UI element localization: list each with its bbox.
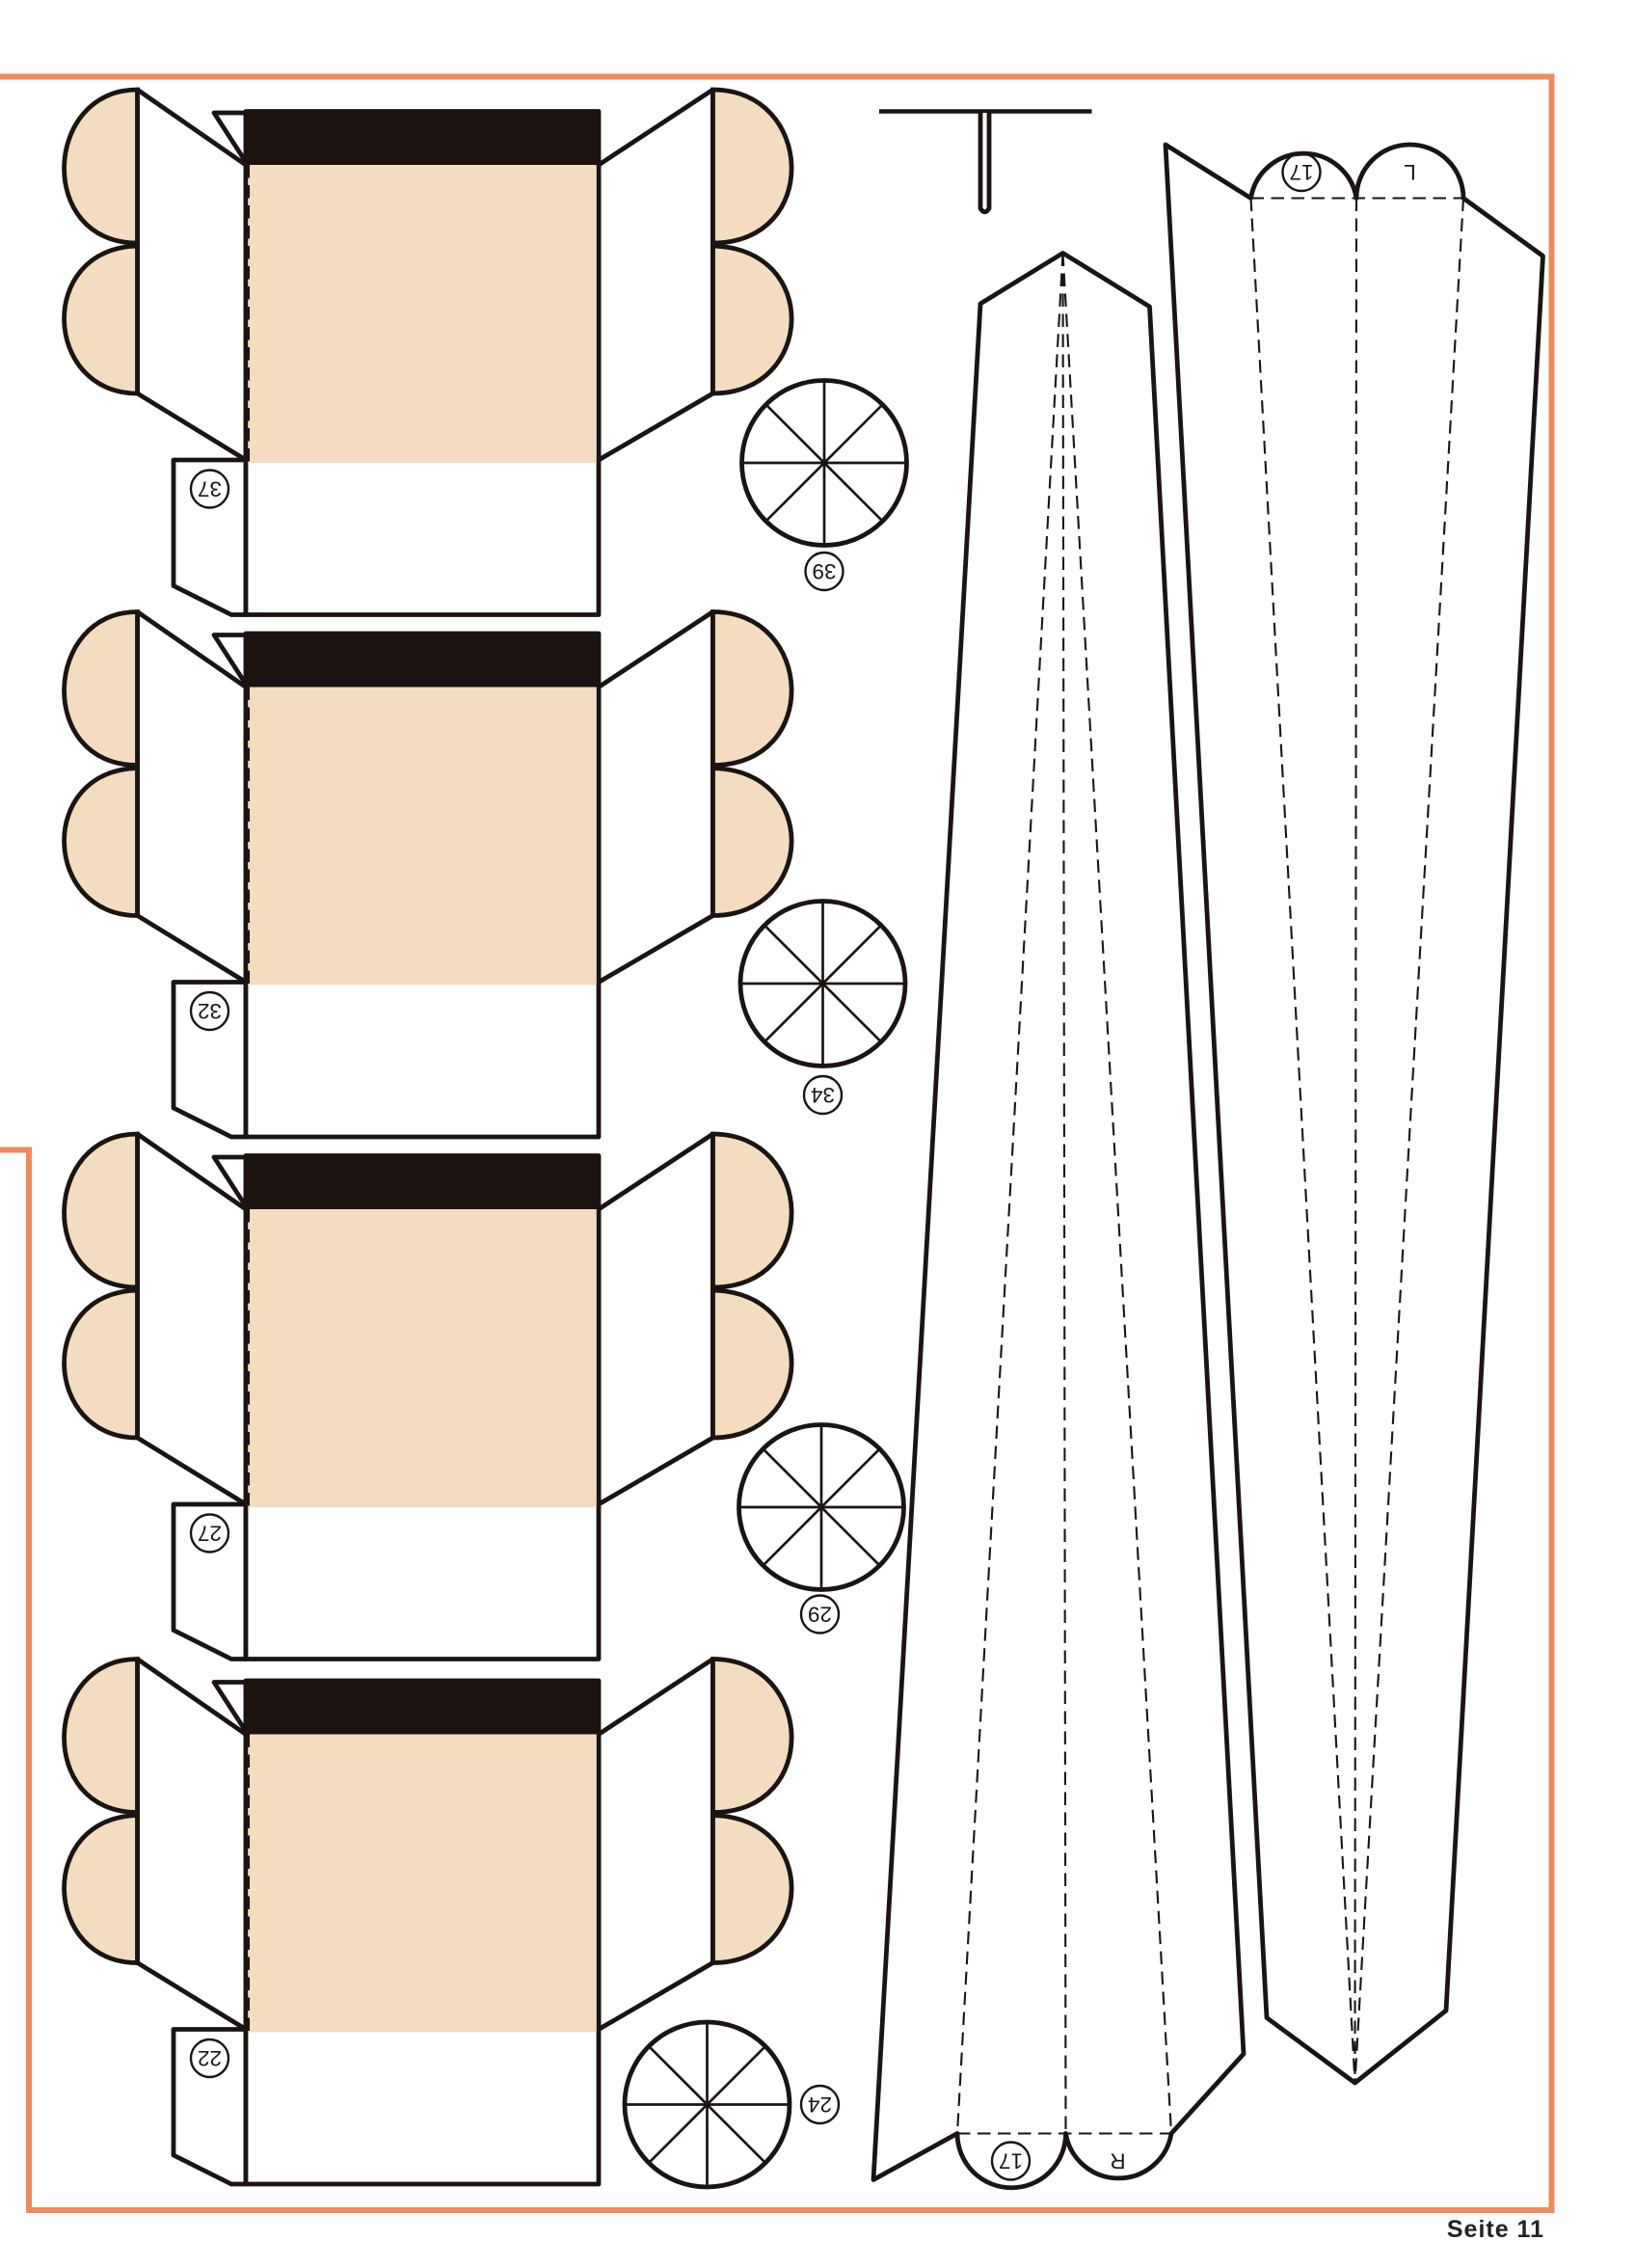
cart-body-piece: 32 xyxy=(62,609,794,1140)
page-border xyxy=(0,73,1555,2213)
wheel-number-label: 34 xyxy=(811,1083,835,1107)
long-piece-left: 17 R xyxy=(871,251,1246,2191)
tab-number-label: 17 xyxy=(1289,160,1313,184)
cart-body-piece: 27 xyxy=(62,1131,794,1661)
cart-body-piece: 22 xyxy=(62,1657,794,2187)
wheel-number-label: 29 xyxy=(808,1602,832,1626)
page-number: Seite 11 xyxy=(1446,2216,1544,2243)
black-band xyxy=(245,1155,599,1209)
black-band xyxy=(245,1680,599,1735)
wheel-number-label: 24 xyxy=(808,2092,832,2117)
cart-body-piece: 37 xyxy=(62,87,794,617)
wheel-piece: 39 xyxy=(739,378,909,592)
wheel-piece: 24 xyxy=(622,2019,841,2190)
tab-number-label: 17 xyxy=(999,2148,1023,2173)
cart-number-label: 22 xyxy=(198,2046,222,2070)
wheel-number-label: 39 xyxy=(812,559,836,583)
wheel-piece: 29 xyxy=(737,1422,906,1634)
cart-number-label: 37 xyxy=(198,477,222,501)
wheel-piece: 34 xyxy=(737,899,908,1116)
black-band xyxy=(245,111,599,166)
long-piece-right: 17 L xyxy=(1163,142,1545,2086)
side-label: R xyxy=(1110,2148,1125,2173)
black-band xyxy=(245,634,599,688)
cart-number-label: 32 xyxy=(198,999,222,1023)
side-label: L xyxy=(1404,160,1416,184)
t-piece xyxy=(878,109,1092,215)
cart-number-label: 27 xyxy=(198,1521,222,1545)
